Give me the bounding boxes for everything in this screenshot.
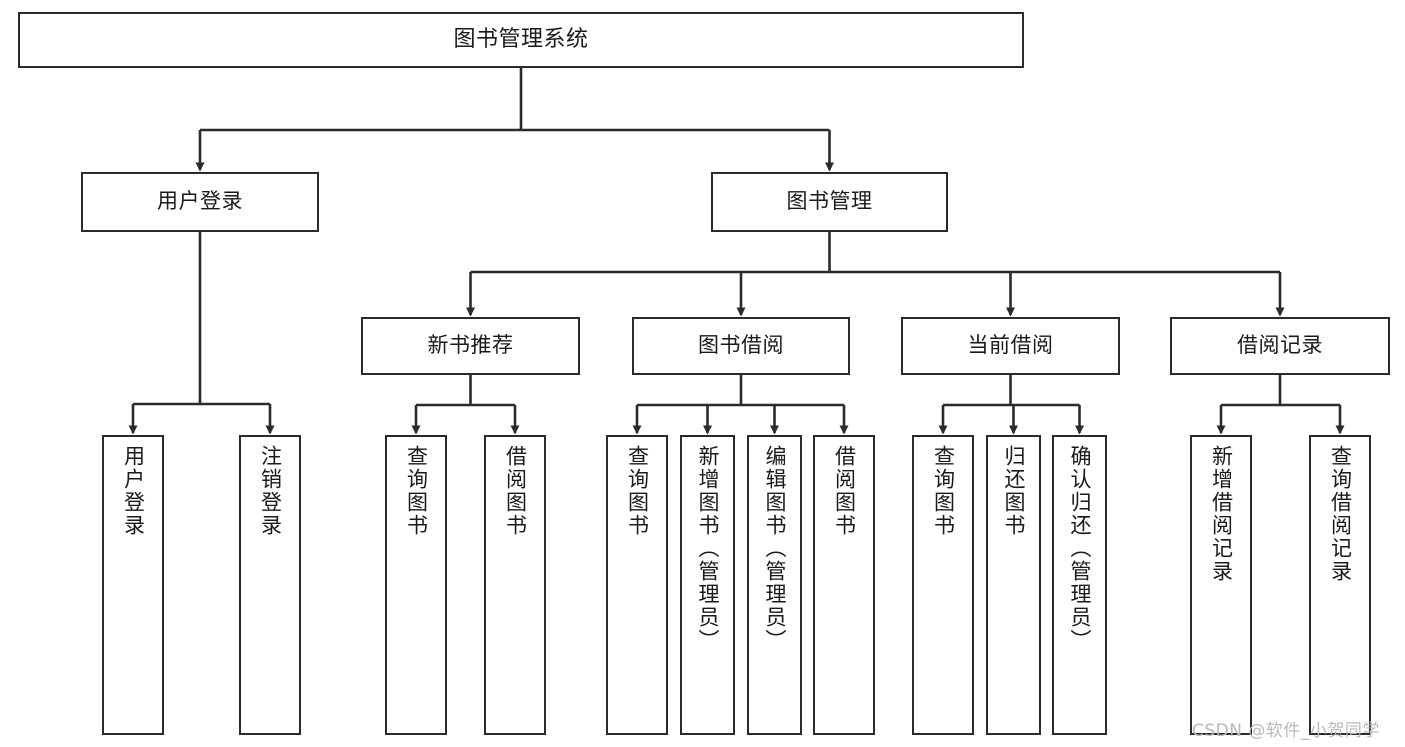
node-leaf-logout[interactable]: 注销登录	[239, 435, 301, 735]
node-leaf-query-book-3[interactable]: 查询图书	[912, 435, 974, 735]
node-label: 查询图书	[404, 445, 429, 537]
node-leaf-user-login[interactable]: 用户登录	[102, 435, 164, 735]
node-label: 查询图书	[931, 445, 956, 537]
node-label: 归还图书	[1002, 445, 1026, 537]
node-label: 查询借阅记录	[1328, 445, 1353, 583]
node-leaf-edit-book[interactable]: 编辑图书（管理员）	[747, 435, 802, 735]
node-user-login[interactable]: 用户登录	[81, 172, 319, 232]
node-book-manage[interactable]: 图书管理	[711, 172, 948, 232]
node-book-borrow[interactable]: 图书借阅	[632, 317, 850, 375]
node-leaf-confirm-return[interactable]: 确认归还（管理员）	[1052, 435, 1107, 735]
node-label: 图书借阅	[698, 333, 784, 358]
node-label: 新增图书（管理员）	[696, 445, 720, 652]
node-leaf-query-record[interactable]: 查询借阅记录	[1309, 435, 1371, 735]
node-borrow-record[interactable]: 借阅记录	[1170, 317, 1390, 375]
node-new-book-rec[interactable]: 新书推荐	[361, 317, 580, 375]
node-label: 查询图书	[625, 445, 650, 537]
node-label: 借阅图书	[503, 445, 528, 537]
node-leaf-borrow-book-2[interactable]: 借阅图书	[813, 435, 875, 735]
node-label: 新增借阅记录	[1209, 445, 1234, 583]
node-label: 新书推荐	[427, 333, 514, 358]
node-leaf-add-record[interactable]: 新增借阅记录	[1190, 435, 1252, 735]
node-label: 确认归还（管理员）	[1068, 445, 1092, 652]
node-root-root[interactable]: 图书管理系统	[18, 12, 1024, 68]
node-label: 编辑图书（管理员）	[763, 445, 787, 652]
node-current-borrow[interactable]: 当前借阅	[901, 317, 1120, 375]
node-label: 注销登录	[258, 445, 283, 537]
node-label: 借阅图书	[832, 445, 857, 537]
node-leaf-add-book[interactable]: 新增图书（管理员）	[680, 435, 735, 735]
node-label: 用户登录	[121, 445, 146, 537]
node-label: 借阅记录	[1237, 333, 1323, 358]
node-label: 图书管理系统	[453, 26, 589, 52]
node-leaf-borrow-book-1[interactable]: 借阅图书	[484, 435, 546, 735]
node-leaf-query-book-2[interactable]: 查询图书	[606, 435, 668, 735]
node-label: 用户登录	[157, 189, 243, 214]
node-label: 图书管理	[786, 189, 873, 214]
csdn-watermark: CSDN @软件_小贺同学	[1192, 721, 1380, 741]
node-label: 当前借阅	[967, 333, 1054, 358]
node-leaf-return-book[interactable]: 归还图书	[986, 435, 1041, 735]
node-leaf-query-book-1[interactable]: 查询图书	[385, 435, 447, 735]
